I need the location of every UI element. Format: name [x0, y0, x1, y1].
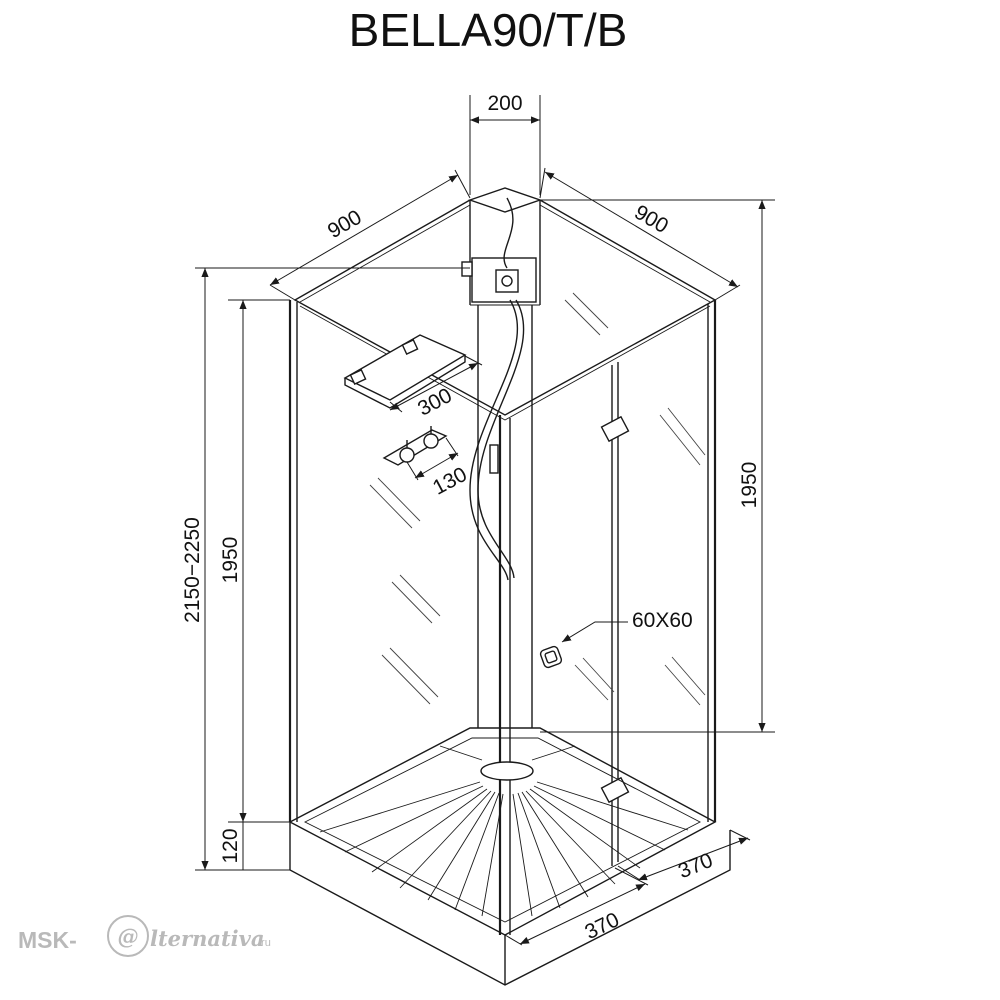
dim-column-width-label: 200 — [487, 92, 522, 115]
watermark-prefix: MSK- — [18, 927, 77, 953]
dim-shelf-width — [389, 355, 483, 413]
watermark-logo: MSK- @ lternativa .ru — [18, 915, 271, 957]
dim-handle-leader — [561, 621, 628, 643]
dim-right-glass-height — [540, 199, 775, 733]
dim-right-depth — [539, 167, 741, 301]
dim-right-glass-height-label: 1950 — [738, 462, 761, 509]
glass-reflections — [369, 292, 706, 706]
cabin-outline — [288, 199, 731, 986]
dim-left-depth-label: 900 — [324, 206, 366, 243]
drawing-title: BELLA90/T/B — [349, 4, 628, 56]
door-handle — [539, 645, 563, 669]
dim-left-glass-height — [228, 299, 290, 823]
dim-mixer-spacing — [406, 437, 459, 481]
dim-column-width — [469, 95, 541, 195]
shower-column — [461, 187, 543, 728]
dim-bottom-front-label: 370 — [581, 908, 623, 944]
dim-bottom-front — [504, 867, 649, 946]
dim-handle-size-label: 60X60 — [632, 609, 693, 632]
dim-left-depth — [269, 169, 471, 301]
watermark-suffix: lternativa — [150, 926, 264, 951]
dim-mixer-spacing-label: 130 — [429, 463, 471, 500]
mixer-tap — [382, 426, 448, 466]
dim-bottom-right-label: 370 — [675, 849, 716, 883]
dim-right-depth-label: 900 — [630, 201, 672, 238]
dim-tray-height-label: 120 — [219, 828, 242, 863]
dim-left-glass-height-label: 1950 — [219, 537, 242, 584]
dim-total-height-label: 2150−2250 — [181, 517, 204, 623]
dim-bottom-right — [617, 829, 751, 881]
watermark-at-sign: @ — [118, 924, 139, 949]
watermark-tld: .ru — [258, 937, 271, 949]
